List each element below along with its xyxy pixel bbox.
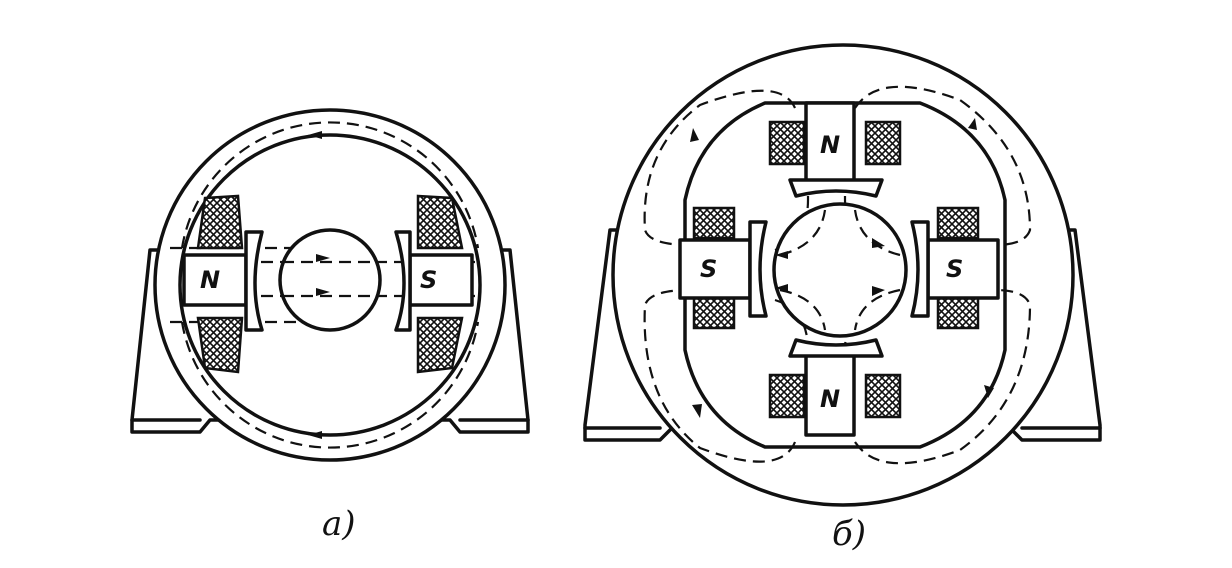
- flux-arrow: [872, 286, 885, 296]
- pole-left-label: N: [200, 266, 220, 294]
- pole-right: S: [910, 220, 1000, 318]
- flux-arrow: [872, 238, 885, 248]
- flux-arrow: [775, 251, 788, 259]
- pole-left-label: S: [700, 255, 717, 283]
- yoke-inner: [683, 101, 1007, 449]
- field-coil-right-top: [416, 194, 464, 250]
- pole-right-label: S: [420, 266, 437, 294]
- flux-arrow: [316, 254, 330, 262]
- pole-top: N: [788, 101, 884, 198]
- yoke-inner: [178, 133, 482, 437]
- caption-a: а): [322, 504, 356, 544]
- field-coil-top-left: [768, 120, 806, 166]
- field-coil-right-bottom: [416, 316, 464, 374]
- field-coil-left-bottom: [196, 316, 244, 374]
- pole-right: S: [394, 230, 474, 332]
- flux-arrow: [690, 128, 699, 142]
- four-pole-machine: N N S S: [583, 43, 1102, 554]
- pole-top-label: N: [820, 131, 840, 159]
- flux-arrow: [968, 118, 977, 130]
- flux-arrow: [984, 385, 994, 398]
- two-pole-machine: N S а): [130, 108, 530, 544]
- field-coil-top-right: [864, 120, 902, 166]
- flux-arrow: [692, 404, 702, 418]
- field-coil-right-bottom: [936, 296, 980, 330]
- armature: [278, 228, 382, 332]
- pole-bottom-label: N: [820, 385, 840, 413]
- field-coil-bottom-left: [768, 373, 806, 419]
- field-coil-right-top: [936, 206, 980, 240]
- armature: [772, 202, 908, 338]
- pole-left: S: [678, 220, 768, 318]
- field-coil-left-top: [196, 194, 244, 250]
- field-coil-left-bottom: [692, 296, 736, 330]
- flux-arrow: [308, 131, 322, 139]
- flux-arrow: [316, 288, 330, 296]
- flux-arrow: [775, 284, 788, 292]
- field-coil-bottom-right: [864, 373, 902, 419]
- pole-right-label: S: [946, 255, 963, 283]
- flux-arrow: [308, 431, 322, 439]
- pole-bottom: N: [788, 338, 884, 437]
- caption-b: б): [832, 514, 866, 554]
- field-coil-left-top: [692, 206, 736, 240]
- pole-left: N: [182, 230, 264, 332]
